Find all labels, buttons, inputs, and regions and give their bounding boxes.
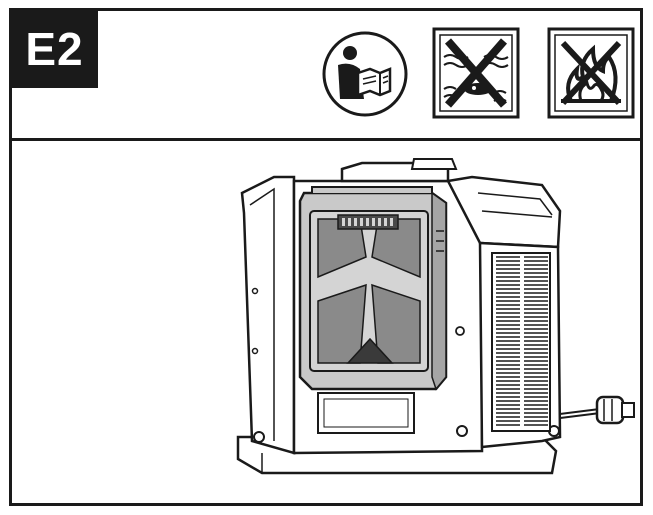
power-cord [551, 395, 635, 425]
no-water-icon [432, 27, 520, 119]
step-badge: E2 [11, 10, 98, 88]
device-illustration [12, 141, 640, 503]
vent-grille [491, 252, 551, 432]
battery-pack [298, 186, 448, 391]
instruction-frame: E2 [9, 8, 643, 506]
no-fire-icon [547, 27, 635, 119]
header-bar: E2 [11, 10, 640, 141]
read-manual-icon [320, 29, 410, 119]
